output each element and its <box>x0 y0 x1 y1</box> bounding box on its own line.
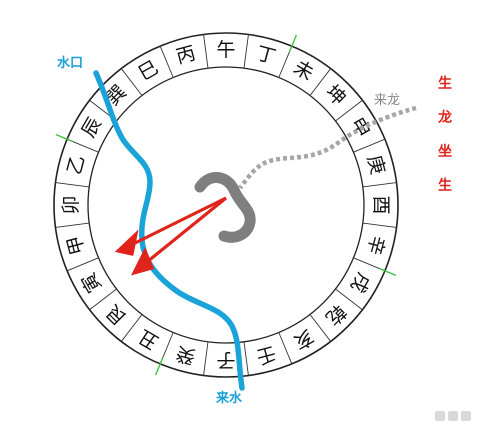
ring-character: 坤 <box>321 81 350 110</box>
sector-divider <box>55 182 90 188</box>
sector-divider <box>309 314 332 342</box>
sector-divider <box>203 341 209 376</box>
ring-character: 甲 <box>63 233 89 257</box>
sector-divider <box>309 68 332 96</box>
ring-character: 寅 <box>77 269 106 296</box>
ring-character: 癸 <box>174 342 198 368</box>
ring-character: 卯 <box>60 195 82 214</box>
ring-character: 丙 <box>174 42 198 68</box>
incoming-dragon-label: 来龙 <box>374 93 400 108</box>
ring-character: 壬 <box>254 342 278 368</box>
side-text-column: 生 龙 坐 生 <box>437 75 452 194</box>
ring-character: 亥 <box>290 325 317 354</box>
inner-ring <box>87 66 365 344</box>
sector-divider <box>66 257 99 272</box>
ring-character: 丁 <box>254 42 278 68</box>
ring-character: 乾 <box>321 300 350 329</box>
sector-divider <box>243 34 249 69</box>
ring-character: 辛 <box>363 233 389 257</box>
green-tick-marks <box>55 34 397 376</box>
sector-divider <box>120 314 143 342</box>
side-text-1: 生 <box>438 75 452 92</box>
sector-divider <box>243 341 249 376</box>
ring-character: 乙 <box>63 153 89 177</box>
red-arrows-icon <box>114 196 228 276</box>
sector-divider <box>362 182 397 188</box>
center-hook-icon <box>194 172 256 243</box>
ring-character: 庚 <box>363 153 389 177</box>
green-tick <box>55 133 73 143</box>
side-text-2: 龙 <box>437 109 452 126</box>
side-text-4: 生 <box>438 177 452 194</box>
incoming-water-label: 来水 <box>215 390 243 406</box>
sector-divider <box>203 34 209 69</box>
ring-character: 午 <box>216 39 235 61</box>
sector-divider <box>278 332 293 365</box>
green-tick <box>288 34 298 52</box>
watermark-icon <box>435 411 471 421</box>
sector-divider <box>362 222 397 228</box>
sector-dividers <box>55 34 397 376</box>
side-text-3: 坐 <box>438 143 452 160</box>
sector-divider <box>159 45 174 78</box>
sector-divider <box>89 288 117 311</box>
sector-divider <box>335 99 363 122</box>
ring-character: 酉 <box>370 195 392 214</box>
ring-character: 未 <box>290 56 317 85</box>
sector-divider <box>353 138 386 153</box>
ring-character: 子 <box>216 349 235 371</box>
water-outlet-label: 水口 <box>57 55 83 71</box>
dragon-path <box>238 105 417 190</box>
ring-character: 戌 <box>346 269 375 296</box>
sector-divider <box>120 68 143 96</box>
ring-character: 丑 <box>135 325 162 354</box>
ring-character: 艮 <box>102 300 131 329</box>
ring-character: 巳 <box>135 56 162 85</box>
green-tick <box>154 358 164 376</box>
sector-divider <box>55 222 90 228</box>
sector-divider <box>335 288 363 311</box>
green-tick <box>379 267 397 277</box>
outer-ring <box>53 32 399 378</box>
ring-character: 辰 <box>77 114 106 141</box>
